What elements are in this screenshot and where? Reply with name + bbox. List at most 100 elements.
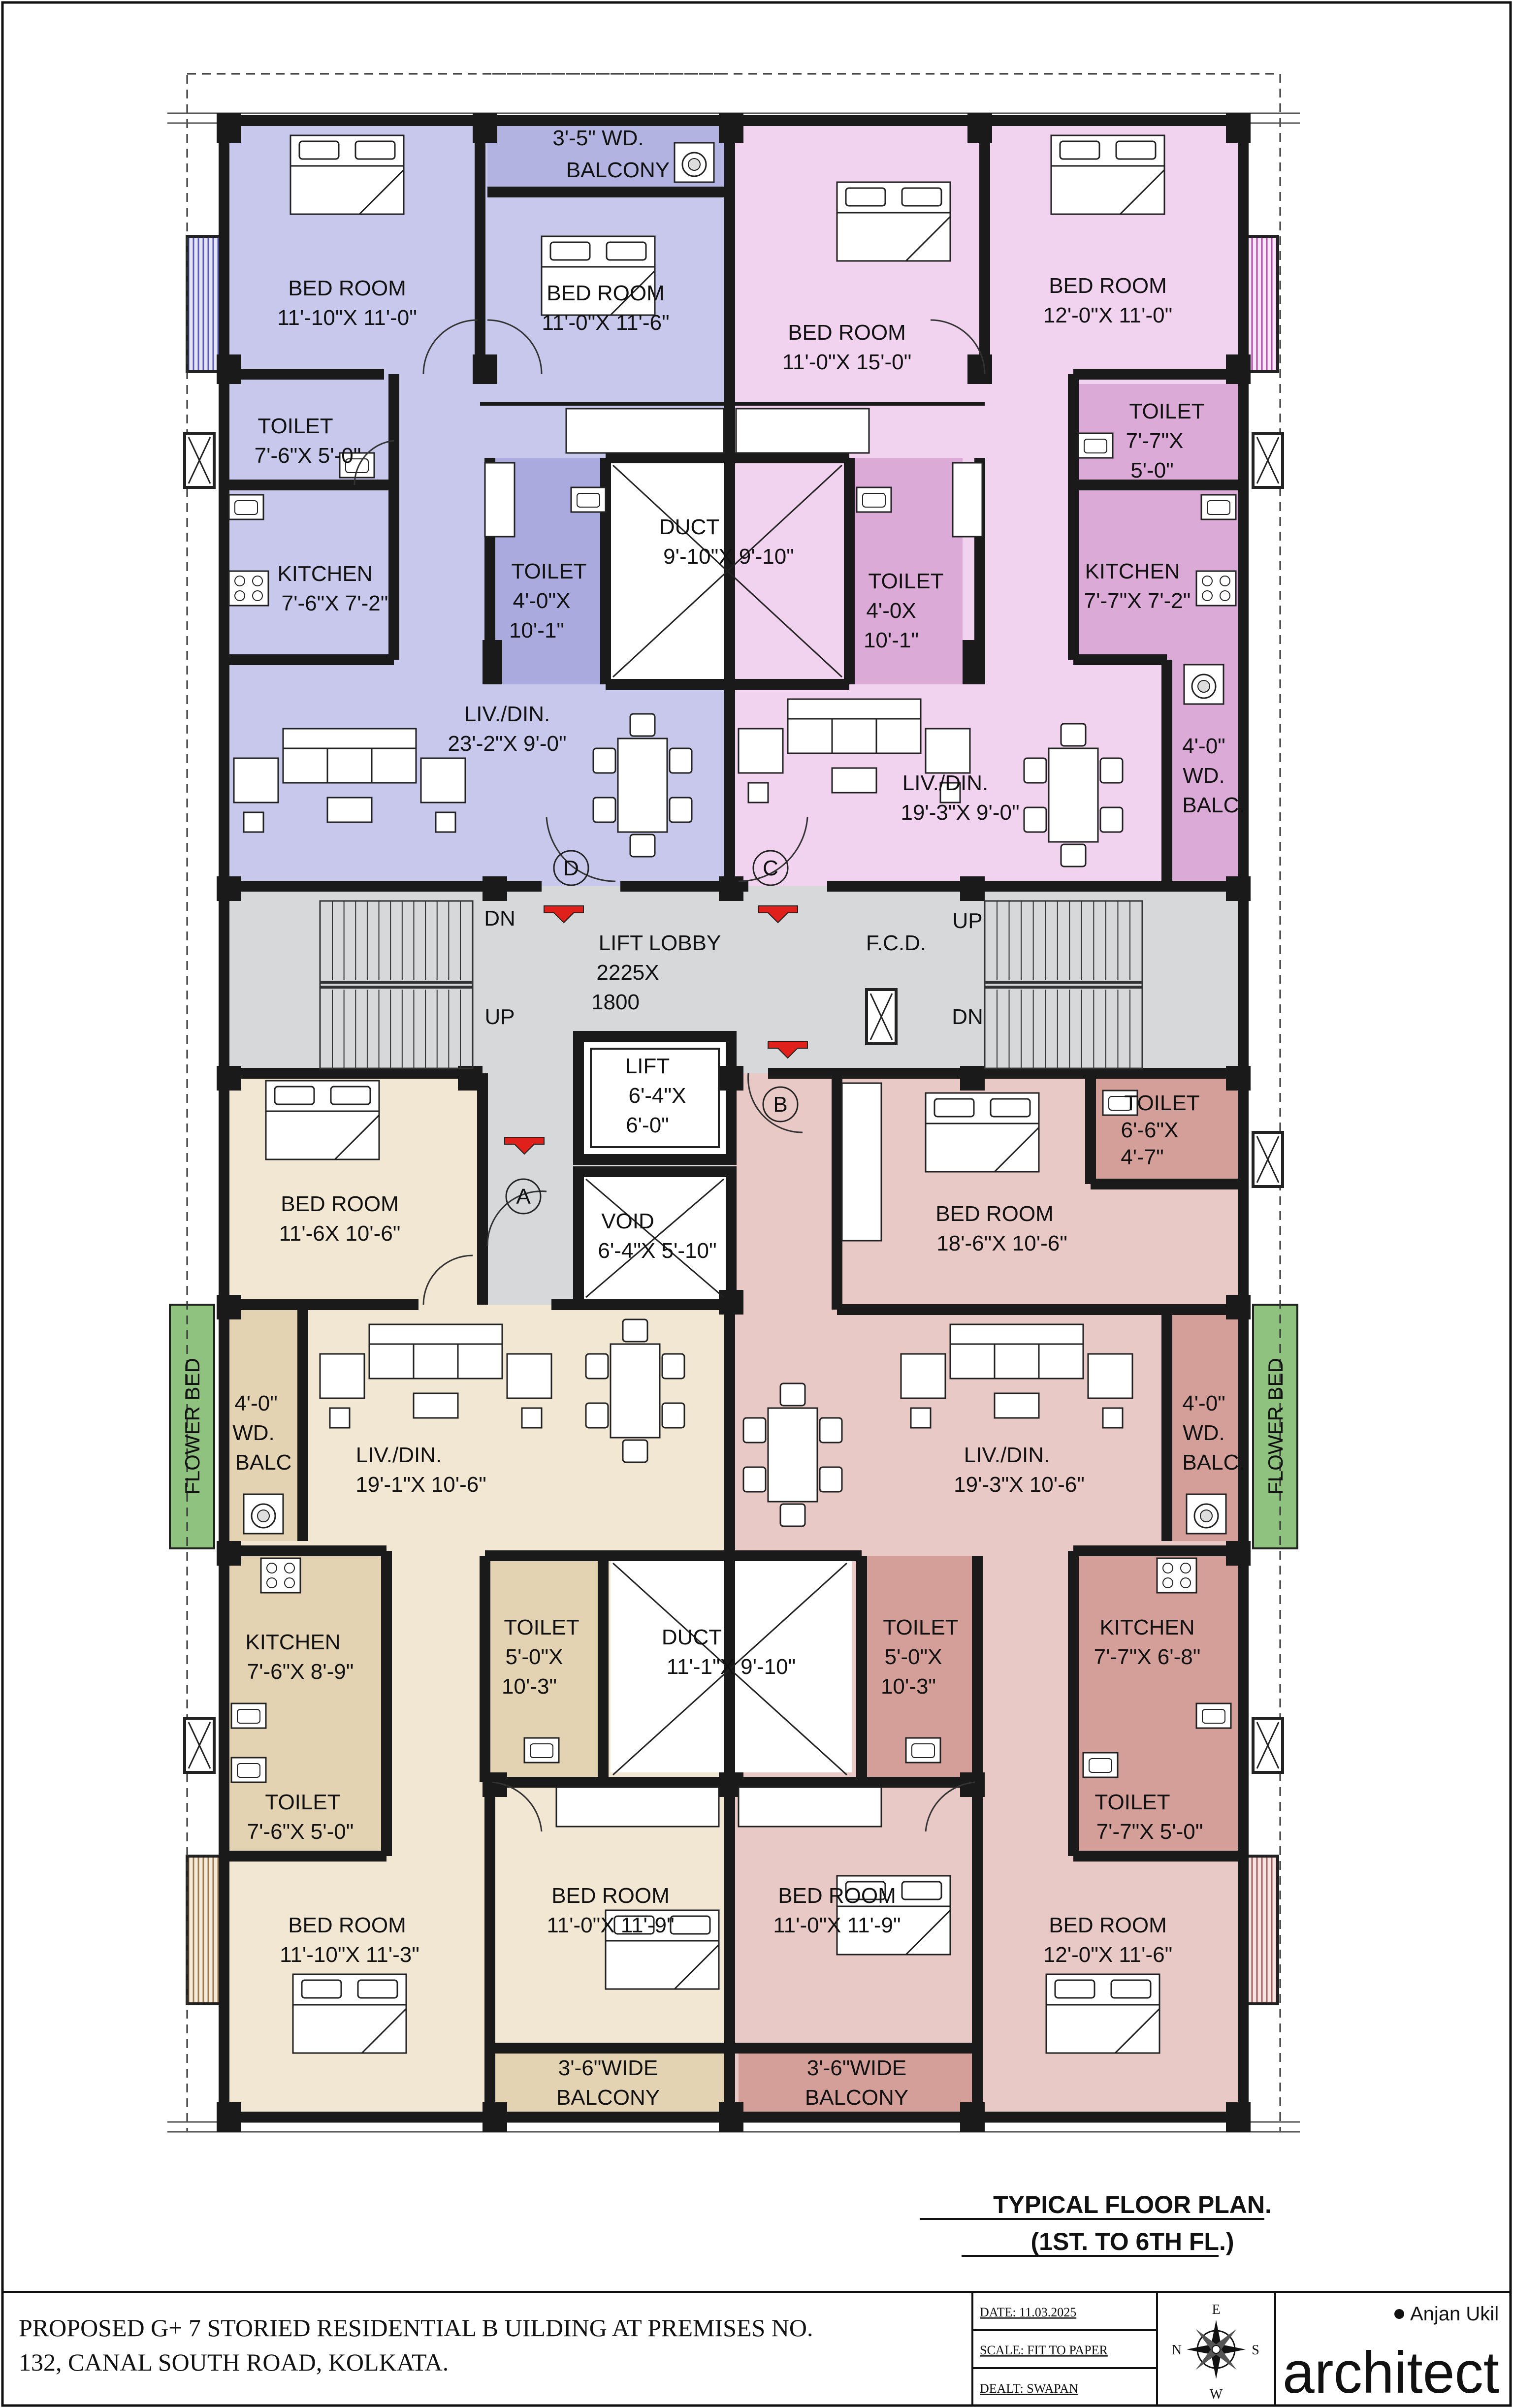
d-toilet2-name: TOILET [511, 559, 586, 583]
b-balc-line2: WD. [1183, 1421, 1225, 1445]
flat-marker-c-label: C [763, 856, 778, 880]
stair-treads [332, 901, 1130, 1068]
b-bed2-name: BED ROOM [778, 1884, 896, 1908]
bullet-dot [1394, 2309, 1404, 2319]
b-bed3-size: 12'-0"X 11'-6" [1043, 1943, 1172, 1967]
toilet-fixture-icon [230, 1702, 267, 1729]
d-toilet1-name: TOILET [258, 414, 333, 438]
toilet-fixture-icon [570, 486, 607, 513]
d-toilet1-size: 7'-6"X 5'-0" [255, 444, 361, 468]
washing-machine-icon [1186, 1493, 1227, 1535]
bed-icon [925, 1092, 1040, 1173]
b-toilet1-size2: 4'-7" [1121, 1145, 1164, 1169]
c-bed1-size: 11'-0"X 15'-0" [782, 350, 911, 374]
d-toilet2-size1: 4'-0"X [513, 589, 571, 613]
a-toilet1-size2: 10'-3" [502, 1674, 557, 1699]
date-field: DATE: 11.03.2025 [980, 2305, 1076, 2319]
b-balcony2-line1: 3'-6"WIDE [807, 2056, 907, 2080]
d-bed1-name: BED ROOM [288, 276, 406, 300]
lobby-name: LIFT LOBBY [599, 931, 721, 955]
washing-machine-icon [243, 1493, 284, 1535]
a-balc-line3: BALC [235, 1450, 292, 1475]
compass-w: W [1210, 2387, 1223, 2402]
d-kitchen-name: KITCHEN [277, 562, 372, 586]
duct-x-marks [585, 464, 848, 1776]
flat-c-toilet1-floor [1071, 384, 1243, 480]
bed-icon [1045, 1973, 1160, 2054]
b-living-size: 19'-3"X 10'-6" [954, 1473, 1085, 1497]
duct-bottom-size: 11'-1"X 9'-10" [667, 1655, 796, 1679]
a-kitchen-size: 7'-6"X 8'-9" [247, 1660, 354, 1684]
b-toilet1-size1: 6'-6"X [1121, 1118, 1179, 1142]
bed-icon [1050, 134, 1165, 215]
d-bed2-name: BED ROOM [547, 281, 665, 305]
window-box-icon [1253, 1132, 1283, 1187]
window-box-icon [185, 433, 214, 487]
toilet-fixture-icon [1077, 432, 1114, 459]
a-toilet2-name: TOILET [265, 1790, 340, 1814]
a-bed2-name: BED ROOM [288, 1913, 406, 1937]
b-bed3-name: BED ROOM [1049, 1913, 1167, 1937]
d-living-size: 23'-2"X 9'-0" [448, 732, 566, 756]
compass-e: E [1212, 2302, 1220, 2317]
b-toilet2-size2: 10'-3" [881, 1674, 936, 1699]
flower-bed-right [1252, 1304, 1298, 1549]
compass-s: S [1252, 2343, 1259, 2358]
wardrobes [484, 408, 983, 1828]
toilet-fixture-icon [856, 486, 892, 513]
fcd-label: F.C.D. [866, 931, 926, 955]
window-box-icon [867, 990, 896, 1044]
flat-b-balcony2-floor [739, 2048, 975, 2117]
c-balc-line1: 4'-0" [1182, 734, 1225, 758]
plan-title-line2: (1ST. TO 6TH FL.) [1031, 2228, 1234, 2255]
d-bed2-size: 11'-0"X 11'-6" [542, 311, 669, 335]
lobby-size1: 2225X [596, 961, 659, 985]
a-bed3-name: BED ROOM [551, 1884, 670, 1908]
flower-bed-left-label: FLOWER BED [181, 1358, 204, 1495]
b-kitchen-size: 7'-7"X 6'-8" [1094, 1645, 1201, 1669]
c-toilet1-size1: 7'-7"X [1126, 429, 1184, 453]
columns [217, 113, 1251, 2132]
window-grill-a [186, 1855, 223, 2005]
architect-name: Anjan Ukil [1410, 2303, 1499, 2325]
b-balc-line1: 4'-0" [1182, 1391, 1225, 1415]
bed-icon [292, 1973, 407, 2054]
a-toilet1-size1: 5'-0"X [506, 1645, 563, 1669]
stair-right [984, 900, 1143, 1069]
b-living-name: LIV./DIN. [964, 1443, 1050, 1467]
scale-field: SCALE: FIT TO PAPER [980, 2343, 1108, 2357]
d-bed1-size: 11'-10"X 11'-0" [277, 306, 417, 330]
stair-left-dn: DN [484, 906, 515, 931]
c-bed1-name: BED ROOM [788, 321, 906, 345]
d-living-name: LIV./DIN. [464, 702, 550, 726]
toilet-fixture-icon [523, 1737, 560, 1764]
lift-name: LIFT [625, 1054, 670, 1078]
a-bed1-name: BED ROOM [281, 1192, 399, 1216]
toilet-fixture-icon [905, 1737, 941, 1764]
window-grill-b [1242, 1855, 1279, 2005]
compass-icon [1187, 2320, 1246, 2379]
toilet-fixture-icon [1082, 1752, 1119, 1778]
stair-left-up: UP [484, 1005, 515, 1029]
project-line1: PROPOSED G+ 7 STORIED RESIDENTIAL B UILD… [19, 2314, 813, 2342]
c-bed2-size: 12'-0"X 11'-0" [1043, 303, 1172, 327]
b-bed1-name: BED ROOM [935, 1202, 1054, 1226]
window-box-icon [1253, 433, 1283, 487]
void-name: VOID [601, 1209, 654, 1233]
void-size: 6'-4"X 5'-10" [598, 1239, 716, 1263]
project-line2: 132, CANAL SOUTH ROAD, KOLKATA. [19, 2348, 449, 2376]
c-toilet1-name: TOILET [1129, 399, 1204, 423]
a-living-size: 19'-1"X 10'-6" [355, 1473, 486, 1497]
flat-marker-a: A [505, 1178, 542, 1215]
b-toilet3-name: TOILET [1095, 1790, 1170, 1814]
b-toilet3-size: 7'-7"X 5'-0" [1096, 1820, 1203, 1844]
lift-car [590, 1048, 720, 1148]
d-kitchen-size: 7'-6"X 7'-2" [282, 591, 388, 615]
d-balcony-line2: BALCONY [566, 158, 670, 182]
a-bed2-size: 11'-10"X 11'-3" [280, 1943, 419, 1967]
kitchen-counter-icon [1156, 1557, 1197, 1594]
stair-left [319, 900, 474, 1069]
duct-top-name: DUCT [659, 515, 719, 539]
b-toilet2-name: TOILET [883, 1615, 958, 1639]
